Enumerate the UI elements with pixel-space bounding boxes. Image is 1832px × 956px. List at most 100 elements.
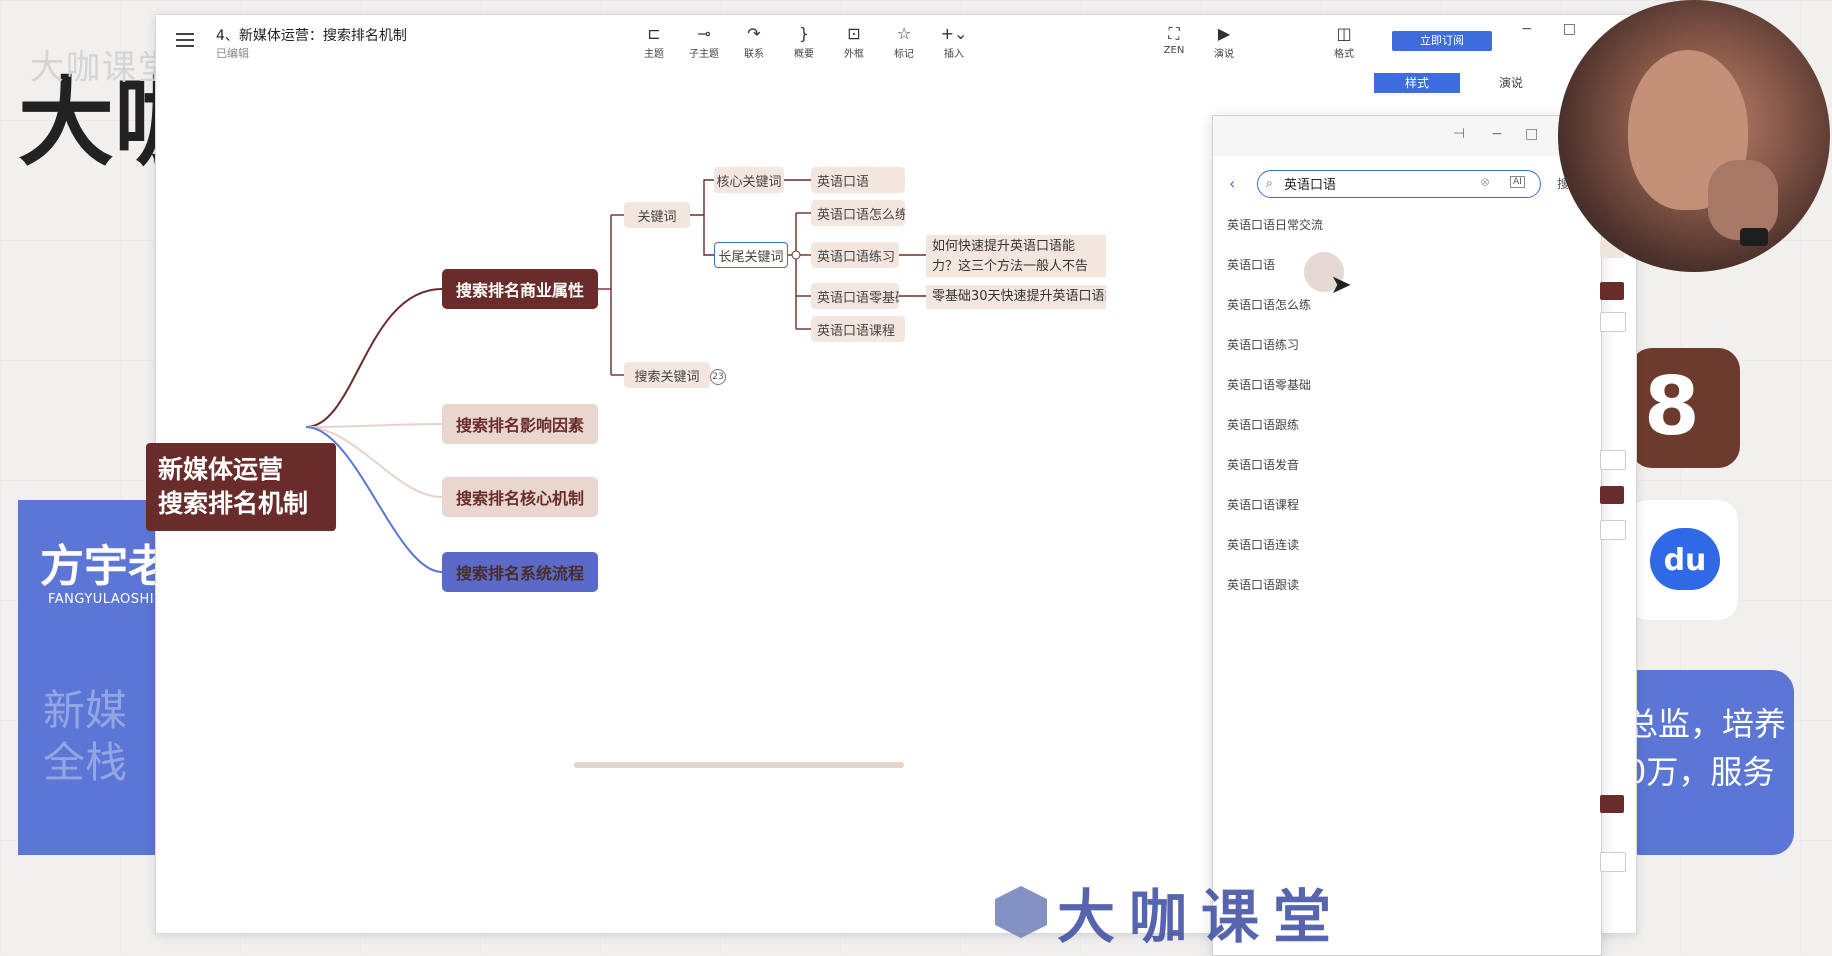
toolbar-right: ⛶ ZEN ▶演说 [1156,23,1242,60]
suggestion-item[interactable]: 英语口语零基础 [1227,378,1312,392]
leaf-longtail-4[interactable]: 英语口语课程 [811,316,905,342]
baidu-icon: du [1626,498,1740,622]
tool-subtopic[interactable]: ⊸ 子主题 [686,23,722,60]
topic-system-flow[interactable]: 搜索排名系统流程 [442,552,598,592]
tool-label: 主题 [644,49,664,60]
suggestion-item[interactable]: 英语口语跟读 [1227,578,1300,592]
node-core-keyword[interactable]: 核心关键词 [714,167,784,193]
tool-summary[interactable]: } 概要 [786,23,822,60]
suggestion-item[interactable]: 英语口语连读 [1227,538,1300,552]
leaf-longtail-3[interactable]: 英语口语零基础 [811,283,899,309]
minimize-icon[interactable]: − [1491,126,1503,142]
suggestion-item[interactable]: 英语口语怎么练 [1227,298,1312,312]
tool-label: 标记 [894,49,914,60]
tool-format[interactable]: ◫ 格式 [1326,23,1362,60]
sidebar-dropdown[interactable] [1600,450,1626,470]
mindmap-canvas[interactable]: 新媒体运营 搜索排名机制 搜索排名商业属性 搜索排名影响因素 搜索排名核心机制 … [146,75,1206,925]
document-title: 4、新媒体运营：搜索排名机制 [216,28,407,44]
watch-icon [1740,228,1768,246]
clear-icon[interactable]: ⊗ [1480,175,1491,189]
tab-style[interactable]: 样式 [1374,73,1460,93]
leaf-core-english[interactable]: 英语口语 [811,167,905,193]
subscribe-button[interactable]: 立即订阅 [1392,31,1492,51]
tool-present[interactable]: ▶演说 [1206,23,1242,60]
ai-search-icon[interactable]: AI [1510,176,1525,188]
tool-boundary[interactable]: ⊡外框 [836,23,872,60]
suggestion-item[interactable]: 英语口语日常交流 [1227,218,1324,232]
sidebar-stepper[interactable] [1600,852,1626,872]
pin-icon[interactable]: ⊣ [1453,126,1466,142]
cube-logo-icon [995,886,1047,938]
node-search-keywords[interactable]: 搜索关键词 [624,362,710,388]
search-window-header: ⊣ − □ [1213,116,1601,156]
tab-present[interactable]: 演说 [1498,76,1523,90]
suggestion-item[interactable]: 英语口语课程 [1227,498,1300,512]
app-icon-dark: 8 [1630,348,1740,468]
tool-label: 子主题 [689,49,719,60]
sidebar-stepper[interactable] [1600,312,1626,332]
format-icon: ◫ [1336,24,1352,43]
tool-insert[interactable]: +⌄插入 [936,23,972,60]
brand-text: 大咖课堂 [1057,883,1346,951]
minimize-icon[interactable]: − [1521,21,1533,37]
present-icon: ▶ [1217,24,1231,43]
marker-icon: ☆ [896,24,912,43]
presenter-name: 方宇老 [40,541,172,592]
leaf-note-2[interactable]: 零基础30天快速提升英语口语能力 [926,285,1106,309]
tool-label: 联系 [744,49,764,60]
leaf-longtail-1[interactable]: 英语口语怎么练 [811,200,905,226]
back-icon[interactable]: ‹ [1229,174,1236,193]
tool-label: ZEN [1163,45,1185,56]
presenter-faded-text: 新媒 全栈 [43,686,128,787]
node-keywords[interactable]: 关键词 [624,202,690,228]
leaf-longtail-2[interactable]: 英语口语练习 [811,242,899,268]
tool-label: 格式 [1334,49,1354,60]
tool-label: 外框 [844,49,864,60]
maximize-icon[interactable]: □ [1562,21,1576,37]
collapse-count-badge[interactable]: 23 [710,369,726,385]
suggestion-list: 英语口语日常交流 英语口语 英语口语怎么练 英语口语练习 英语口语零基础 英语口… [1227,212,1547,612]
tool-marker[interactable]: ☆ 标记 [886,23,922,60]
search-input[interactable] [1282,175,1486,192]
brand-watermark: 大咖课堂 [995,870,1345,954]
mouse-pointer-icon: ➤ [1330,270,1352,300]
presenter-latin: FANGYULAOSHI [48,592,155,607]
tool-relation[interactable]: ↷ 联系 [736,23,772,60]
root-line-2: 搜索排名机制 [158,489,309,518]
tool-zen[interactable]: ⛶ ZEN [1156,23,1192,60]
presenter-card: 方宇老 FANGYULAOSHI 新媒 全栈 [18,500,172,855]
document-status: 已编辑 [216,47,249,60]
topic-core-mechanism[interactable]: 搜索排名核心机制 [442,477,598,517]
root-line-1: 新媒体运营 [158,455,284,484]
topic-icon: ⊏ [647,24,661,43]
menu-icon[interactable] [176,33,194,47]
search-icon: ⌕ [1266,176,1273,190]
window-controls: − □ [1521,21,1576,37]
subtopic-icon: ⊸ [697,24,711,43]
relation-icon: ↷ [747,24,761,43]
node-longtail-keyword[interactable]: 长尾关键词 [714,242,788,268]
tool-topic[interactable]: ⊏ 主题 [636,23,672,60]
suggestion-item[interactable]: 英语口语发音 [1227,458,1300,472]
sidebar-swatch[interactable] [1600,282,1624,300]
sidebar-swatch[interactable] [1600,486,1624,504]
suggestion-item[interactable]: 英语口语练习 [1227,338,1300,352]
topic-business-attribute[interactable]: 搜索排名商业属性 [442,269,598,309]
maximize-icon[interactable]: □ [1525,126,1539,142]
suggestion-item[interactable]: 英语口语跟练 [1227,418,1300,432]
tool-label: 概要 [794,49,814,60]
suggestion-item[interactable]: 英语口语 [1227,258,1276,272]
leaf-note-1[interactable]: 如何快速提升英语口语能力？这三个方法一般人不告诉你 [926,235,1106,277]
horizontal-scrollbar[interactable] [574,762,904,768]
intro-card: 总监，培养 0万，服务 [1618,670,1794,855]
topic-influencing-factors[interactable]: 搜索排名影响因素 [442,404,598,444]
toolbar: ⊏ 主题 ⊸ 子主题 ↷ 联系 } 概要 ⊡外框 ☆ 标记 +⌄插入 [636,23,972,60]
mindmap-connectors [305,179,926,573]
sidebar-dropdown[interactable] [1600,520,1626,540]
intro-card-text: 总监，培养 0万，服务 [1626,705,1787,791]
sidebar-swatch[interactable] [1600,795,1624,813]
cursor-highlight [1304,252,1344,292]
root-topic[interactable]: 新媒体运营 搜索排名机制 [146,443,336,531]
zen-icon: ⛶ [1168,24,1180,43]
summary-icon: } [798,24,810,43]
